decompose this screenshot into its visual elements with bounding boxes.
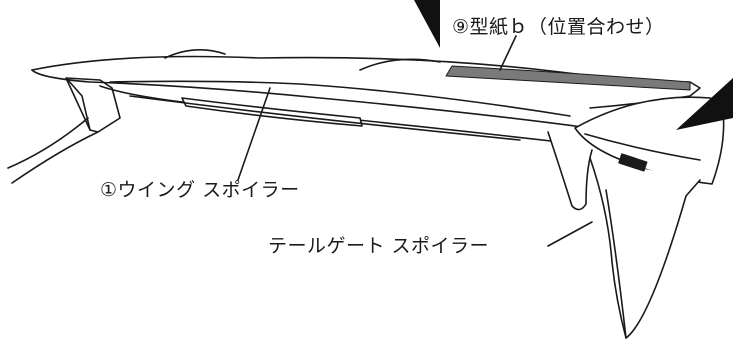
wing-bump-center <box>359 58 441 71</box>
tailgate-fin <box>589 157 701 339</box>
arrow-right <box>676 78 733 130</box>
leader-tailgate <box>547 221 593 247</box>
center-support <box>547 131 593 211</box>
wing-underside-line <box>129 95 521 141</box>
template-strip <box>445 65 691 91</box>
wing-trailing-ridge <box>109 80 571 117</box>
label-wing-spoiler: ①ウイング スポイラー <box>100 179 300 201</box>
tailgate-fin-inner <box>605 189 627 339</box>
label-tailgate-spoiler: テールゲート スポイラー <box>268 235 490 257</box>
leader-template <box>499 35 517 71</box>
wing-underside-slot <box>181 97 363 127</box>
wing-bump-left <box>164 49 226 59</box>
left-tailgate-edge-upper <box>7 117 89 169</box>
leader-wing <box>237 87 271 181</box>
arrow-top <box>414 0 440 48</box>
label-template-b: ⑨型紙ｂ（位置合わせ） <box>452 16 665 38</box>
right-end-body <box>574 96 725 185</box>
left-tailgate-edge <box>11 131 99 184</box>
alignment-marker <box>618 153 648 172</box>
right-end-inner-edge <box>584 133 701 161</box>
wing-underside <box>99 85 561 143</box>
